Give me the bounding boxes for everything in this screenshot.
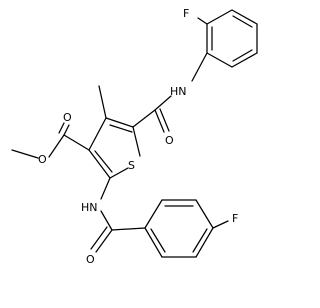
bond-carbonyl-thiophene [132, 109, 156, 128]
carbonyl-bond-top [154, 109, 165, 133]
bond-carbonyl-phenyl [111, 227, 146, 231]
oxygen-atom-ester-ether: O [38, 153, 47, 166]
structure-diagram: F HN O S O O HN O [11, 7, 258, 266]
thiophene-ring [88, 117, 141, 179]
methyl-bond [98, 85, 107, 119]
sulfur-atom: S [128, 159, 135, 172]
ester-carbonyl-bond [63, 124, 70, 136]
ester-single-bond [48, 134, 65, 158]
bond-nh-carbonyl-bottom [100, 210, 113, 231]
oxygen-atom-amide-bottom: O [86, 253, 95, 266]
fluorophenyl-ring-top [206, 9, 258, 68]
nh-group-bottom: HN [81, 201, 98, 214]
bond-c-f-right [212, 220, 229, 229]
methoxy-bond [11, 149, 39, 159]
bond-nh-carbonyl-top [154, 95, 172, 111]
bond-ring-nh-bottom [100, 177, 111, 200]
oxygen-atom-ester-carbonyl: O [63, 111, 72, 124]
oxygen-atom-amide-top: O [165, 134, 174, 147]
bond-c-f-top [197, 17, 208, 25]
fluorine-atom-right: F [232, 212, 238, 225]
carbonyl-bond-bottom [95, 229, 113, 253]
bond-ring-ester [63, 134, 90, 151]
fluorine-atom-top: F [183, 7, 189, 20]
nh-group-top: HN [170, 85, 187, 98]
fluorophenyl-ring-bottom [144, 199, 214, 258]
bond-ring-nh-top [191, 52, 208, 82]
